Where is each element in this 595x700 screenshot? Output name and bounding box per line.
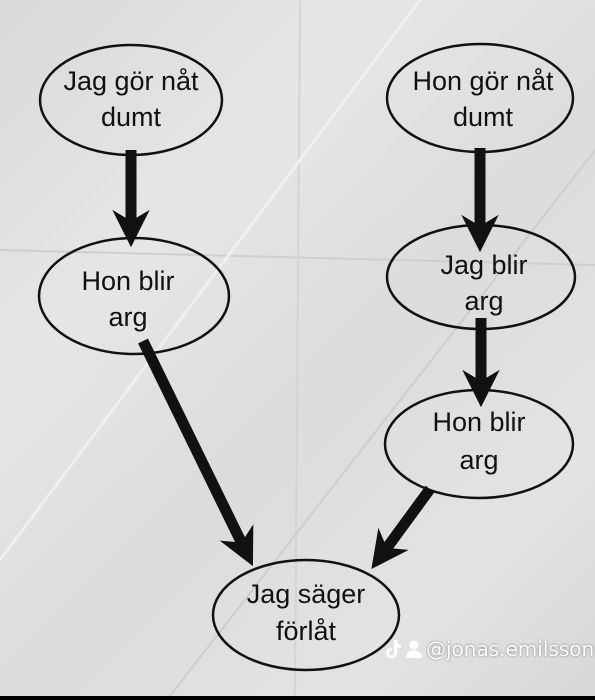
node-e-line2: arg	[459, 445, 498, 475]
node-d-ellipse	[385, 223, 577, 331]
node-d: Jag blir arg	[385, 223, 577, 331]
node-f-line2: förlåt	[276, 616, 337, 646]
person-icon	[405, 639, 423, 659]
node-f: Jag säger förlåt	[211, 558, 401, 672]
node-a-line2: dumt	[101, 102, 162, 132]
node-a: Jag gör nåt dumt	[38, 43, 224, 157]
node-e-line1: Hon blir	[432, 407, 525, 437]
watermark-handle: @jonas.emilsson	[426, 637, 595, 661]
node-b-line1: Hon gör nåt	[412, 66, 554, 96]
arrow-c-to-f	[138, 338, 254, 567]
node-e-ellipse	[383, 388, 575, 500]
node-a-ellipse	[38, 43, 224, 157]
node-f-ellipse	[211, 558, 401, 672]
node-b-line2: dumt	[453, 102, 514, 132]
edges	[112, 148, 500, 570]
node-a-line1: Jag gör nåt	[63, 66, 199, 96]
node-f-line1: Jag säger	[247, 579, 366, 609]
node-b-ellipse	[385, 42, 575, 154]
node-c-line1: Hon blir	[81, 266, 174, 296]
node-c-ellipse	[37, 236, 231, 356]
node-c-line2: arg	[108, 302, 147, 332]
node-b: Hon gör nåt dumt	[385, 42, 575, 154]
node-d-line2: arg	[464, 286, 503, 316]
tiktok-icon	[384, 639, 402, 659]
node-d-line1: Jag blir	[440, 250, 527, 280]
watermark: @jonas.emilsson	[384, 636, 594, 662]
node-c: Hon blir arg	[37, 236, 231, 356]
node-e: Hon blir arg	[383, 388, 575, 500]
arrow-e-to-f	[371, 485, 435, 570]
